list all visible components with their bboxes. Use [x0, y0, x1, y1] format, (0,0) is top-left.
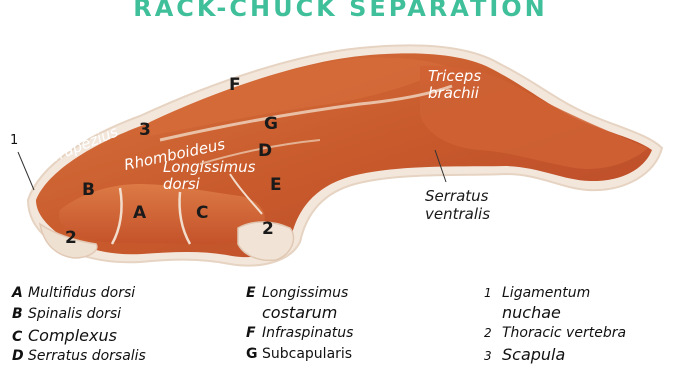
legend-key: D	[12, 348, 28, 364]
label-2-left: 2	[65, 230, 77, 247]
legend: A Multifidus dorsi B Spinalis dorsi C Co…	[0, 284, 681, 381]
legend-text: Ligamentum	[502, 284, 590, 303]
legend-key: F	[246, 325, 262, 341]
label-a: A	[133, 205, 146, 222]
legend-key: C	[12, 329, 28, 345]
label-serratus-ventralis: Serratus ventralis	[425, 187, 490, 223]
legend-item: E Longissimus costarum	[246, 284, 353, 324]
label-d: D	[258, 143, 272, 160]
label-f: F	[229, 77, 241, 94]
legend-key: A	[12, 285, 28, 301]
legend-item: G Subcapularis	[246, 345, 353, 366]
legend-item: D Serratus dorsalis	[12, 347, 146, 368]
legend-key: 3	[484, 349, 502, 363]
legend-item: F Infraspinatus	[246, 324, 353, 345]
ligamentum-pointer	[18, 152, 34, 190]
legend-text: Infraspinatus	[262, 324, 353, 343]
label-g: G	[264, 116, 278, 133]
legend-item: 2 Thoracic vertebra	[484, 324, 626, 345]
legend-item: 3 Scapula	[484, 345, 626, 366]
label-1: 1	[10, 134, 18, 147]
label-longissimus-dorsi: Longissimus dorsi	[163, 159, 255, 193]
legend-text: Scapula	[502, 345, 565, 364]
legend-item: C Complexus	[12, 326, 146, 347]
legend-text: Complexus	[28, 326, 117, 345]
legend-key: 2	[484, 326, 502, 340]
legend-text-line-2: costarum	[262, 303, 348, 322]
legend-text: Serratus dorsalis	[28, 347, 146, 366]
legend-key: E	[246, 285, 262, 301]
label-b: B	[82, 182, 95, 199]
legend-text: Multifidus dorsi	[28, 284, 135, 303]
label-c: C	[196, 205, 208, 222]
legend-text: Thoracic vertebra	[502, 324, 626, 343]
legend-text-line-2: nuchae	[502, 303, 590, 322]
legend-text: Longissimus	[262, 284, 348, 303]
legend-text: Subcapularis	[262, 345, 352, 364]
label-2-right: 2	[262, 221, 274, 238]
legend-key: 1	[484, 286, 502, 300]
label-triceps-brachii: Triceps brachii	[428, 68, 481, 102]
legend-column-letters-a-d: A Multifidus dorsi B Spinalis dorsi C Co…	[12, 284, 146, 368]
legend-item: A Multifidus dorsi	[12, 284, 146, 305]
legend-column-numbers: 1 Ligamentum nuchae 2 Thoracic vertebra …	[484, 284, 626, 366]
legend-text: Spinalis dorsi	[28, 305, 121, 324]
legend-column-letters-e-g: E Longissimus costarum F Infraspinatus G…	[246, 284, 353, 366]
label-e: E	[270, 177, 282, 194]
legend-item: B Spinalis dorsi	[12, 305, 146, 326]
legend-item: 1 Ligamentum nuchae	[484, 284, 626, 324]
legend-key: G	[246, 346, 262, 362]
meat-cut-photo	[0, 24, 681, 278]
label-3: 3	[139, 122, 151, 139]
legend-key: B	[12, 306, 28, 322]
figure-title: RACK-CHUCK SEPARATION	[0, 0, 681, 22]
